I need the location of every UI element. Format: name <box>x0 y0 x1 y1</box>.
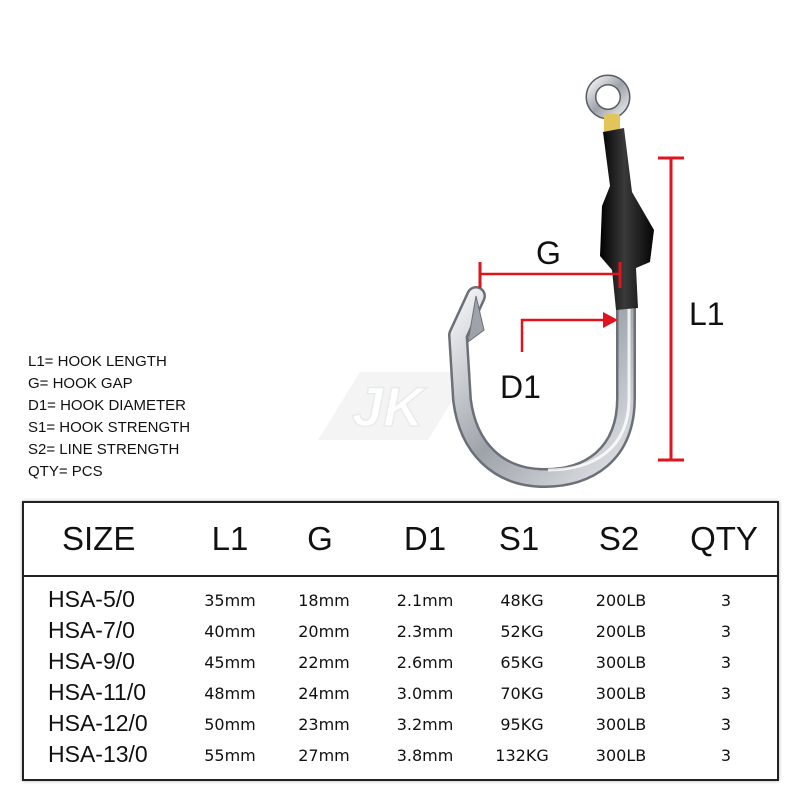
cell-g: 20mm <box>298 622 350 641</box>
cell-g: 27mm <box>298 746 350 765</box>
header-d1: D1 <box>403 520 447 557</box>
cell-s1: 70KG <box>500 684 544 703</box>
cell-qty: 3 <box>720 746 732 765</box>
cell-l1: 50mm <box>204 715 256 734</box>
cell-qty: 3 <box>720 591 732 610</box>
diameter-measure <box>520 312 618 352</box>
hook-body <box>448 286 636 488</box>
table-row: HSA-5/0 35mm 18mm 2.1mm 48KG 200LB 3 <box>24 585 777 616</box>
table-row: HSA-13/0 55mm 27mm 3.8mm 132KG 300LB 3 <box>24 740 777 771</box>
watermark-logo: JK <box>318 372 470 440</box>
cell-qty: 3 <box>720 622 732 641</box>
gap-measure <box>478 262 622 288</box>
cell-size: HSA-7/0 <box>48 617 135 643</box>
cell-size: HSA-13/0 <box>48 741 148 767</box>
header-size: SIZE <box>62 520 136 557</box>
cell-s1: 132KG <box>495 746 549 765</box>
length-label: L1 <box>689 296 725 332</box>
cell-qty: 3 <box>720 715 732 734</box>
cell-s1: 95KG <box>500 715 544 734</box>
header-l1: L1 <box>211 520 249 557</box>
cell-s1: 48KG <box>500 591 544 610</box>
cell-g: 18mm <box>298 591 350 610</box>
cell-l1: 40mm <box>204 622 256 641</box>
cell-size: HSA-11/0 <box>48 679 147 705</box>
cell-d1: 2.6mm <box>396 653 454 672</box>
table-row: HSA-9/0 45mm 22mm 2.6mm 65KG 300LB 3 <box>24 647 777 678</box>
cell-s2: 200LB <box>595 591 647 610</box>
binding-thread <box>604 114 620 134</box>
watermark-text: JK <box>352 375 427 438</box>
legend-item-s2: S2= LINE STRENGTH <box>28 441 180 458</box>
cell-d1: 3.8mm <box>396 746 454 765</box>
cell-qty: 3 <box>720 653 732 672</box>
cell-s2: 200LB <box>595 622 647 641</box>
cell-d1: 3.2mm <box>396 715 454 734</box>
cell-size: HSA-5/0 <box>48 586 135 612</box>
header-g: G <box>307 520 333 557</box>
cell-s2: 300LB <box>595 684 647 703</box>
table-row: HSA-7/0 40mm 20mm 2.3mm 52KG 200LB 3 <box>24 616 777 647</box>
cell-s2: 300LB <box>595 653 647 672</box>
diameter-arrow-head <box>603 312 618 328</box>
shrink-tube <box>600 128 654 310</box>
table-row: HSA-12/0 50mm 23mm 3.2mm 95KG 300LB 3 <box>24 709 777 740</box>
cell-g: 24mm <box>298 684 350 703</box>
cell-size: HSA-12/0 <box>48 710 148 736</box>
length-measure <box>658 156 684 462</box>
cell-s2: 300LB <box>595 746 647 765</box>
cell-l1: 48mm <box>204 684 256 703</box>
diameter-label: D1 <box>500 369 541 405</box>
cell-d1: 3.0mm <box>396 684 454 703</box>
header-s2: S2 <box>598 520 640 557</box>
legend-item-d1: D1= HOOK DIAMETER <box>28 397 186 414</box>
cell-l1: 45mm <box>204 653 256 672</box>
legend-item-l1: L1= HOOK LENGTH <box>28 353 167 370</box>
legend-item-qty: QTY= PCS <box>28 463 103 480</box>
cell-l1: 35mm <box>204 591 256 610</box>
cell-l1: 55mm <box>204 746 256 765</box>
cell-g: 23mm <box>298 715 350 734</box>
cell-d1: 2.3mm <box>396 622 454 641</box>
hook-eye-ring <box>585 74 631 120</box>
cell-size: HSA-9/0 <box>48 648 135 674</box>
cell-g: 22mm <box>298 653 350 672</box>
legend-item-g: G= HOOK GAP <box>28 375 133 392</box>
cell-d1: 2.1mm <box>396 591 454 610</box>
header-qty: QTY <box>690 520 758 557</box>
legend: L1= HOOK LENGTH G= HOOK GAP D1= HOOK DIA… <box>28 351 190 483</box>
gap-label: G <box>536 235 561 271</box>
table-header: SIZE L1 G D1 S1 S2 QTY <box>24 503 777 577</box>
cell-qty: 3 <box>720 684 732 703</box>
cell-s1: 65KG <box>500 653 544 672</box>
table-row: HSA-11/0 48mm 24mm 3.0mm 70KG 300LB 3 <box>24 678 777 709</box>
cell-s2: 300LB <box>595 715 647 734</box>
spec-table: SIZE L1 G D1 S1 S2 QTY HSA-5/0 35mm 18mm… <box>22 501 779 781</box>
header-s1: S1 <box>498 520 540 557</box>
cell-s1: 52KG <box>500 622 544 641</box>
legend-item-s1: S1= HOOK STRENGTH <box>28 419 191 436</box>
hook-illustration: JK G L1 D1 <box>318 74 725 488</box>
